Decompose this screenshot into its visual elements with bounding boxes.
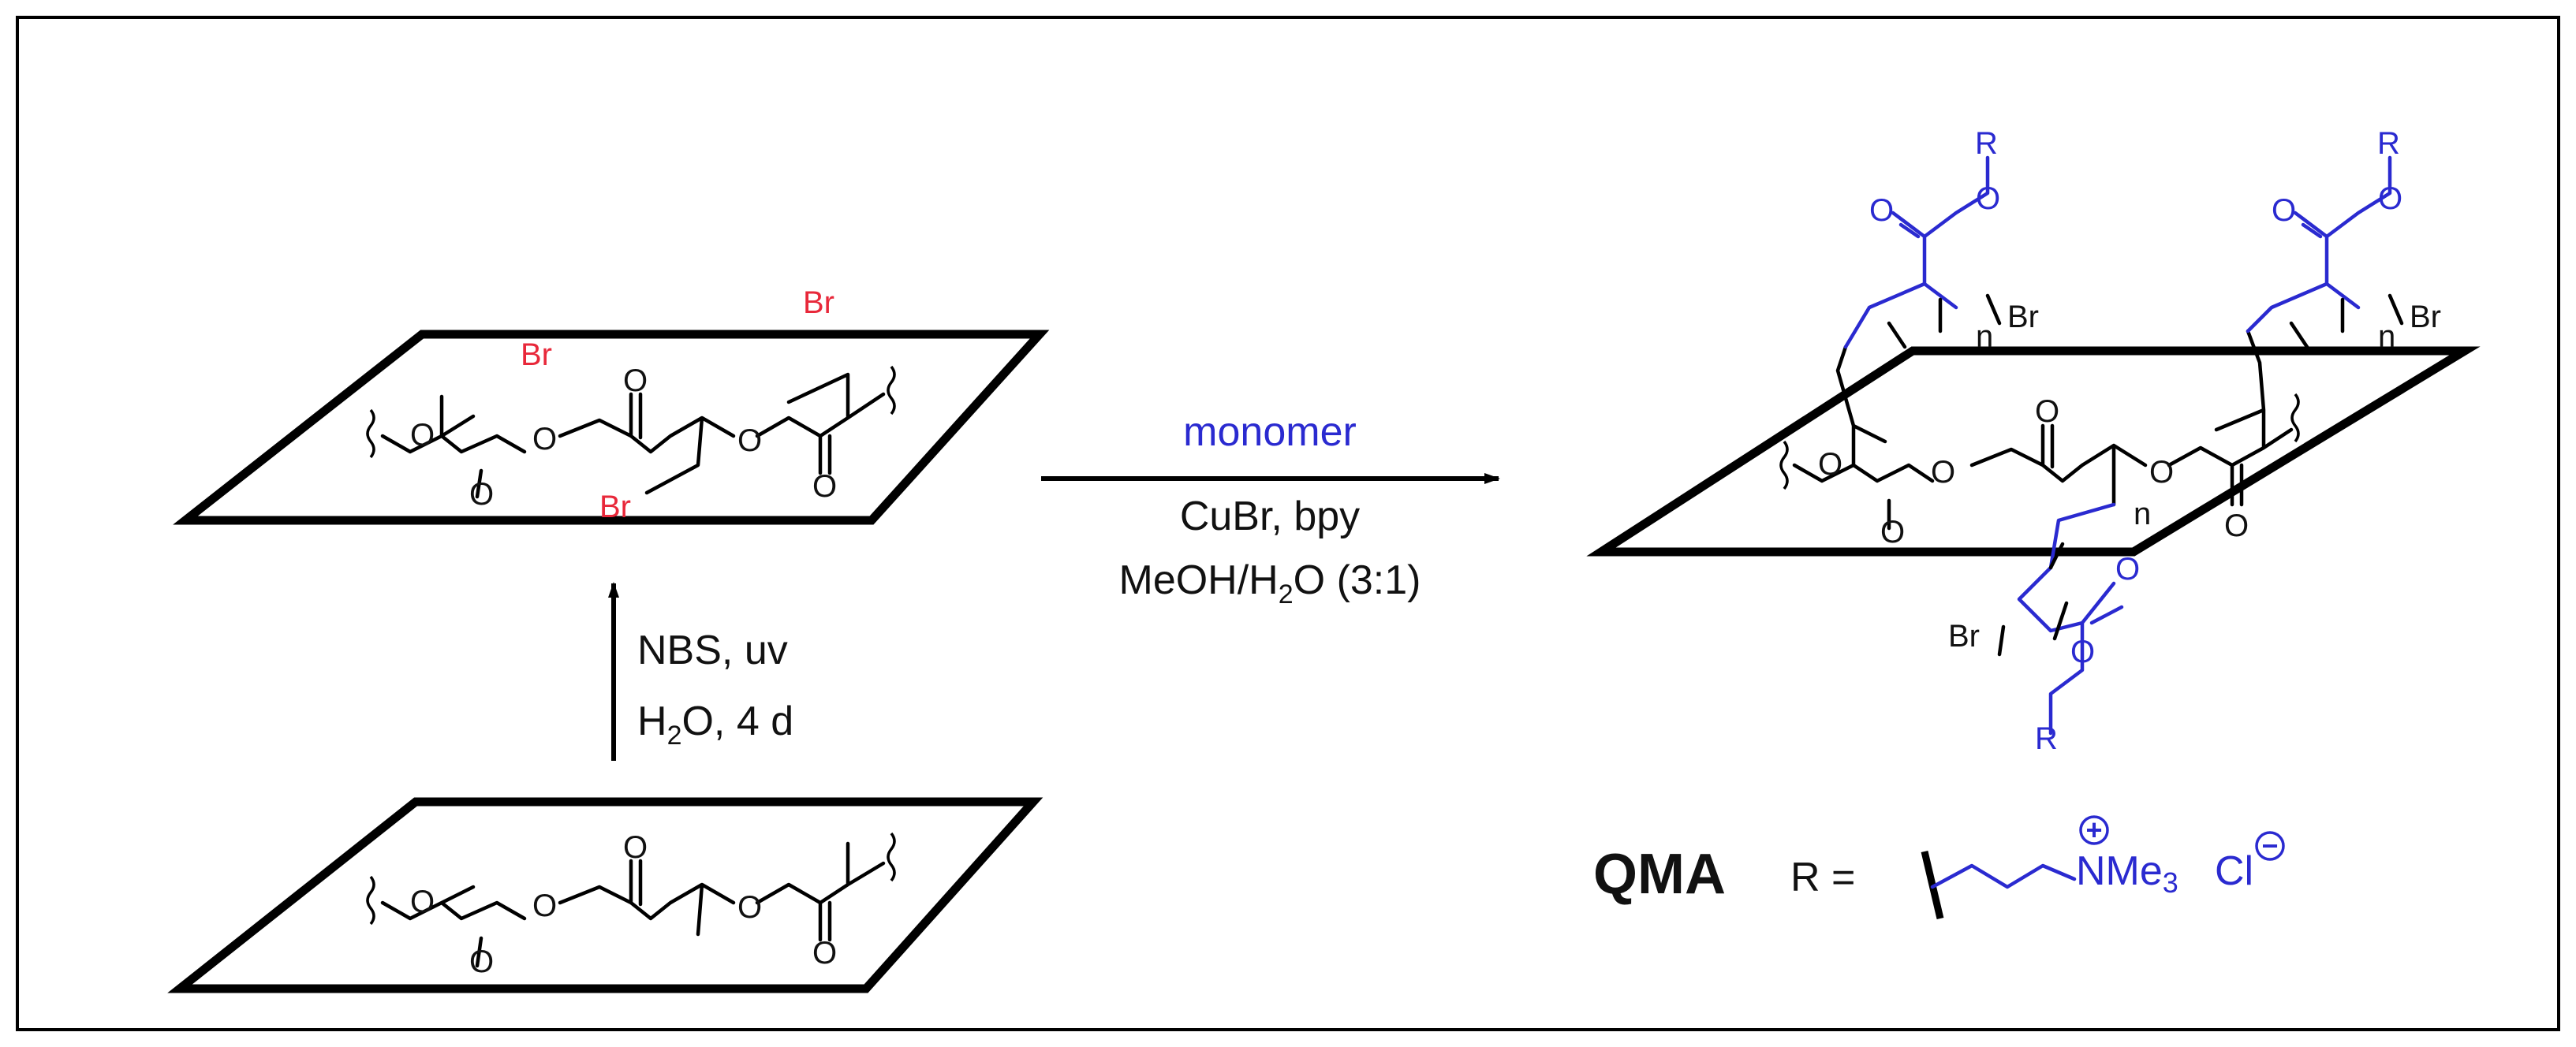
atom-o: O xyxy=(469,945,494,979)
bromine-bottom: Br xyxy=(599,490,631,524)
bromine-end: Br xyxy=(1948,619,1980,654)
polymer-brackets xyxy=(1887,293,2404,657)
atom-o: O xyxy=(1869,193,1894,228)
repeat-n: n xyxy=(2378,319,2395,354)
atom-r: R xyxy=(1975,126,1998,161)
top-plate-wavy-right xyxy=(887,365,896,415)
reagent-nbs: NBS, uv xyxy=(637,628,788,673)
product-plate-surface xyxy=(1586,346,2481,557)
atom-o: O xyxy=(2115,552,2140,587)
atom-o: O xyxy=(812,936,837,971)
atom-o: O xyxy=(1880,515,1905,550)
atom-o: O xyxy=(623,363,648,398)
monomer-label: monomer xyxy=(1183,409,1357,455)
atom-o: O xyxy=(737,890,762,925)
atom-o: O xyxy=(623,830,648,865)
atom-o: O xyxy=(2149,455,2174,490)
condition-water: H2O, 4 d xyxy=(637,699,793,751)
product-wavy-left xyxy=(1779,440,1789,490)
atom-o: O xyxy=(532,422,557,456)
atom-o: O xyxy=(469,477,494,512)
polymerization-step: monomer CuBr, bpy MeOH/H2O (3:1) xyxy=(1041,409,1500,609)
starting-surface: O O O O O O xyxy=(167,797,1043,993)
atom-r: R xyxy=(2377,126,2400,161)
bromination-step: NBS, uv H2O, 4 d xyxy=(608,582,793,761)
atom-o: O xyxy=(737,423,762,458)
bromine-end: Br xyxy=(2007,300,2039,334)
atom-o: O xyxy=(532,889,557,923)
product-wavy-right xyxy=(2290,393,2300,443)
bromine-top: Br xyxy=(803,285,834,320)
qma-chain xyxy=(1930,863,2077,889)
plus-charge-icon xyxy=(2079,815,2109,845)
repeat-n: n xyxy=(1976,319,1993,354)
figure-frame xyxy=(16,16,2560,1031)
atom-o: O xyxy=(410,418,435,453)
bottom-plate-bonds xyxy=(380,841,886,968)
atom-o: O xyxy=(2378,181,2402,216)
chloride-label: Cl xyxy=(2215,848,2253,894)
top-plate-bonds xyxy=(380,372,886,499)
catalyst-label: CuBr, bpy xyxy=(1180,494,1360,539)
product-backbone-bonds xyxy=(1792,329,2294,531)
polymer-arm-left-bonds xyxy=(1843,155,1990,349)
qma-legend: QMA R = NMe3 + Cl − xyxy=(1593,814,2285,920)
polymer-arm-bottom-bonds xyxy=(2017,502,2124,736)
atom-o: O xyxy=(2272,193,2296,228)
bottom-plate-wavy-right xyxy=(887,832,896,882)
atom-o: O xyxy=(1818,447,1842,482)
atom-o: O xyxy=(2035,394,2059,429)
atom-o: O xyxy=(1931,455,1955,490)
plus-charge-sign: + xyxy=(2085,814,2102,846)
minus-charge-icon xyxy=(2255,831,2285,861)
atom-o: O xyxy=(2224,509,2249,543)
atom-o: O xyxy=(410,885,435,919)
qma-name: QMA xyxy=(1593,843,1726,906)
atom-r: R xyxy=(2035,721,2058,756)
atom-o: O xyxy=(1976,181,2000,216)
r-equals: R = xyxy=(1790,855,1855,900)
top-plate-wavy-left xyxy=(366,408,375,459)
atom-o: O xyxy=(2070,635,2095,669)
minus-charge-sign: − xyxy=(2261,829,2278,862)
bromine-middle: Br xyxy=(521,337,552,372)
solvent-label: MeOH/H2O (3:1) xyxy=(1119,557,1421,609)
atom-o: O xyxy=(812,469,837,504)
bottom-plate-surface xyxy=(167,797,1043,993)
qma-nitrogen: NMe3 xyxy=(2076,848,2178,899)
polymer-arm-right-bonds xyxy=(2246,155,2392,333)
repeat-n: n xyxy=(2134,497,2151,531)
brominated-surface: O O O O O O Br Br Br xyxy=(173,285,1050,525)
grafted-surface: R O O R O O O O R Br Br Br n n n O O O O… xyxy=(1586,126,2481,756)
bromine-end: Br xyxy=(2410,300,2441,334)
bottom-plate-wavy-left xyxy=(366,875,375,926)
